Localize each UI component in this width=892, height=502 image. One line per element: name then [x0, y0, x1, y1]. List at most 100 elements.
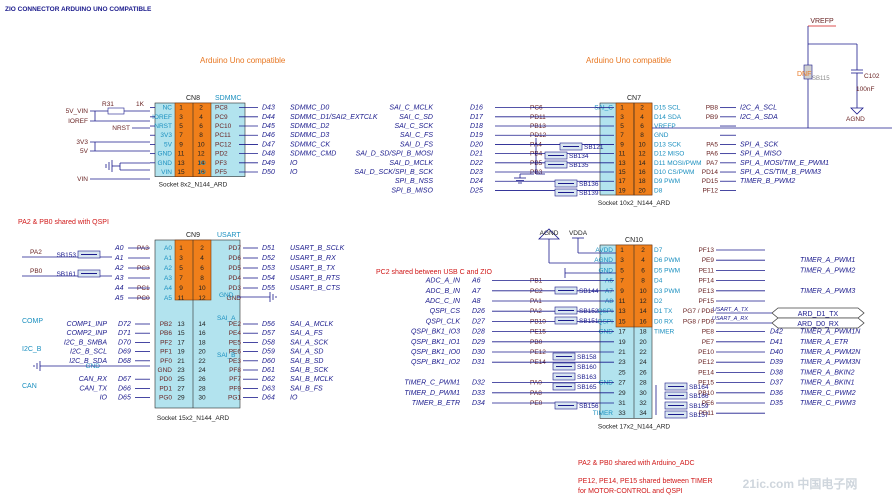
resistor-value: 1K: [136, 101, 145, 108]
net-function: SPI_B_NSS: [395, 178, 433, 185]
net-function: USART_B_TX: [290, 265, 335, 272]
net-io: D60: [262, 358, 275, 365]
pin-port: PA1: [530, 298, 542, 305]
net-io: D21: [470, 151, 483, 158]
net-io: D37: [770, 380, 784, 387]
pin-signal: D3 PWM: [654, 288, 680, 295]
net-io: D55: [262, 285, 275, 292]
pin-signal: GND: [86, 363, 101, 370]
net-function: SPI_A_SCK: [740, 141, 778, 148]
pin-port: PG8 / PD9: [683, 318, 714, 325]
net-io: D43: [262, 105, 275, 112]
pin-signal: A5: [164, 295, 172, 302]
pin-signal: D5 PWM: [654, 267, 680, 274]
net-function: TIMER_A_PWM2: [800, 267, 855, 274]
pin-port: PB1: [530, 278, 543, 285]
net-io: D46: [262, 132, 275, 139]
pin-port: GND: [227, 295, 242, 302]
net-io: D24: [470, 178, 483, 185]
pin-port: PC2: [530, 288, 543, 295]
pin-number: 15: [618, 318, 626, 325]
pin-signal: D0 RX: [654, 318, 674, 325]
net-function: CAN_RX: [79, 376, 108, 383]
pin-port: PE6: [702, 400, 715, 407]
pin-port: PC1: [137, 285, 150, 292]
cap-ref: C102: [864, 73, 880, 80]
pin-number: 13: [177, 160, 185, 167]
net-io: D31: [472, 359, 485, 366]
pin-number: 19: [618, 187, 626, 194]
pin-port: PE11: [699, 267, 715, 274]
agnd-label: AGND: [540, 230, 559, 237]
io-tag: IO: [199, 169, 206, 176]
pin-port: PF9: [229, 385, 241, 392]
pin-number: 15: [177, 330, 185, 337]
net-io: D63: [262, 385, 275, 392]
net-function: SAI_A_SCK: [290, 339, 328, 346]
pin-port: PE15: [698, 380, 714, 387]
group-label: I2C_B: [22, 346, 42, 353]
pin-port: PC12: [215, 141, 232, 148]
net-function: SAI_D_MCLK: [389, 160, 433, 167]
note-text: PE12, PE14, PE15 shared between TIMER: [578, 478, 713, 485]
pin-signal: IOREF: [152, 114, 172, 121]
pin-number: 12: [198, 295, 206, 302]
net-function: A2: [114, 265, 124, 272]
sb115-symbol: [803, 64, 813, 80]
net-function: SAI_C_MCLK: [389, 105, 433, 112]
resistor-ref: R31: [102, 101, 114, 108]
pin-port: PE5: [229, 339, 242, 346]
pin-signal: A4: [164, 285, 172, 292]
pin-port: PD12: [530, 132, 547, 139]
pin-signal: GND: [599, 380, 614, 387]
pin-signal: A3: [164, 275, 172, 282]
net-io: D39: [770, 359, 783, 366]
pin-port: PB6: [160, 330, 173, 337]
net-function: SAI_A_FS: [290, 330, 323, 337]
solder-bridge-label: SB153: [56, 252, 76, 259]
pin-number: 1: [620, 247, 624, 254]
pin-number: 13: [618, 308, 626, 315]
pin-number: 23: [177, 367, 185, 374]
vdda-label: VDDA: [569, 230, 588, 237]
pin-signal: GND: [158, 151, 173, 158]
net-function: TIMER_D_PWM1: [404, 390, 460, 397]
connector-footprint: Socket 17x2_N144_ARD: [598, 423, 671, 430]
inner-group: SAI_B: [217, 352, 235, 359]
connector-footprint: Socket 8x2_N144_ARD: [159, 182, 228, 189]
net-function: USART_B_CTS: [290, 285, 340, 292]
pin-port: PD15: [702, 178, 719, 185]
connector-group: USART: [217, 232, 241, 239]
pin-number: 2: [199, 105, 203, 112]
net-function: TIMER_A_ETR: [800, 339, 848, 346]
pin-signal: AVDD: [595, 247, 613, 254]
pin-port: PD11: [530, 114, 546, 121]
io-tag: IO: [199, 160, 206, 167]
pin-number: 22: [198, 358, 206, 365]
section-heading: Arduino Uno compatible: [586, 56, 672, 65]
connector-ref: CN10: [625, 237, 643, 244]
net-function: TIMER_C_PWM2: [800, 390, 856, 397]
net-io: D36: [770, 390, 783, 397]
pin-port: PC8: [215, 105, 228, 112]
net-io: D42: [770, 329, 783, 336]
net-function: SAI_B_SD: [290, 358, 323, 365]
pin-port: PC0: [137, 295, 150, 302]
net-io: D51: [262, 245, 275, 252]
note-text: PA2 & PB0 shared with QSPI: [18, 219, 109, 226]
net-function: SAI_B_FS: [290, 385, 323, 392]
net-io: D50: [262, 169, 275, 176]
pin-port: PE9: [702, 257, 715, 264]
pin-number: 15: [177, 169, 185, 176]
pin-port: PD3: [228, 285, 241, 292]
pin-number: 5: [620, 123, 624, 130]
pin-number: 3: [179, 255, 183, 262]
pin-port: PE14: [698, 369, 714, 376]
net-io: D45: [262, 123, 275, 130]
pin-number: 4: [199, 114, 203, 121]
pin-port: PF12: [702, 187, 718, 194]
solder-bridge-label: SB165: [577, 384, 597, 391]
solder-bridge-label: SB160: [577, 364, 597, 371]
pin-number: 3: [179, 114, 183, 121]
pin-port: PE8: [702, 329, 715, 336]
